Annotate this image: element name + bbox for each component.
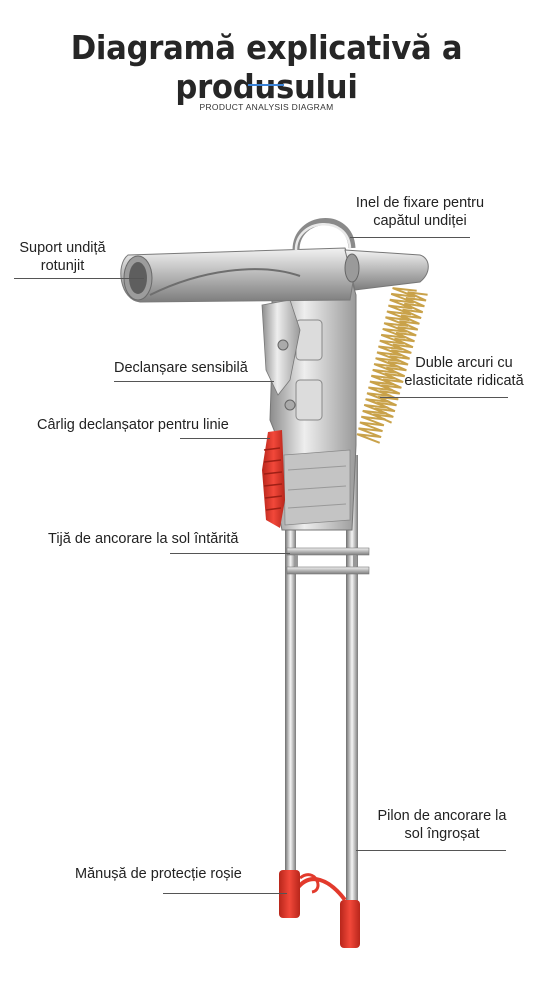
crossbar (286, 547, 370, 556)
right-red-cap (340, 900, 360, 948)
leader-trigger (114, 381, 274, 382)
left-red-cap (279, 870, 300, 918)
red-caps (279, 870, 360, 948)
leader-pole (356, 850, 506, 851)
leader-rod-ring (350, 237, 470, 238)
label-pole-line2: sol îngroșat (404, 826, 480, 842)
label-rod-holder-line1: Suport undiță (19, 240, 106, 256)
ground-poles (285, 455, 370, 910)
label-rod-anchor: Tijă de ancorare la sol întărită (48, 531, 239, 547)
label-springs: Duble arcuri cu elasticitate ridicată (394, 354, 533, 390)
label-pole: Pilon de ancorare la sol îngroșat (360, 807, 524, 843)
trigger-body (261, 274, 357, 531)
left-pole (285, 505, 296, 885)
rod-holder-tube (120, 218, 429, 303)
leader-glove (163, 893, 287, 894)
label-rod-ring-line2: capătul undiței (373, 213, 467, 229)
label-hook: Cârlig declanșator pentru linie (37, 417, 229, 433)
leader-rod-holder (14, 278, 144, 279)
red-trigger-hook (262, 430, 285, 528)
label-springs-line1: Duble arcuri cu (415, 355, 513, 371)
label-springs-line2: elasticitate ridicată (404, 373, 524, 389)
leader-rod-anchor (170, 553, 290, 554)
label-rod-holder: Suport undiță rotunjit (10, 239, 115, 275)
label-glove: Mănușă de protecție roșie (75, 866, 242, 882)
page-subtitle: PRODUCT ANALYSIS DIAGRAM (199, 102, 334, 112)
label-pole-line1: Pilon de ancorare la (377, 808, 507, 824)
label-rod-holder-line2: rotunjit (40, 258, 85, 274)
page-title: Diagramă explicativă a produsului (70, 28, 463, 106)
leader-springs (380, 397, 508, 398)
leader-hook (180, 438, 270, 439)
title-underline (248, 84, 284, 86)
label-rod-ring-line1: Inel de fixare pentru (355, 195, 485, 211)
label-trigger: Declanșare sensibilă (114, 360, 248, 376)
label-rod-ring: Inel de fixare pentru capătul undiței (340, 194, 500, 230)
